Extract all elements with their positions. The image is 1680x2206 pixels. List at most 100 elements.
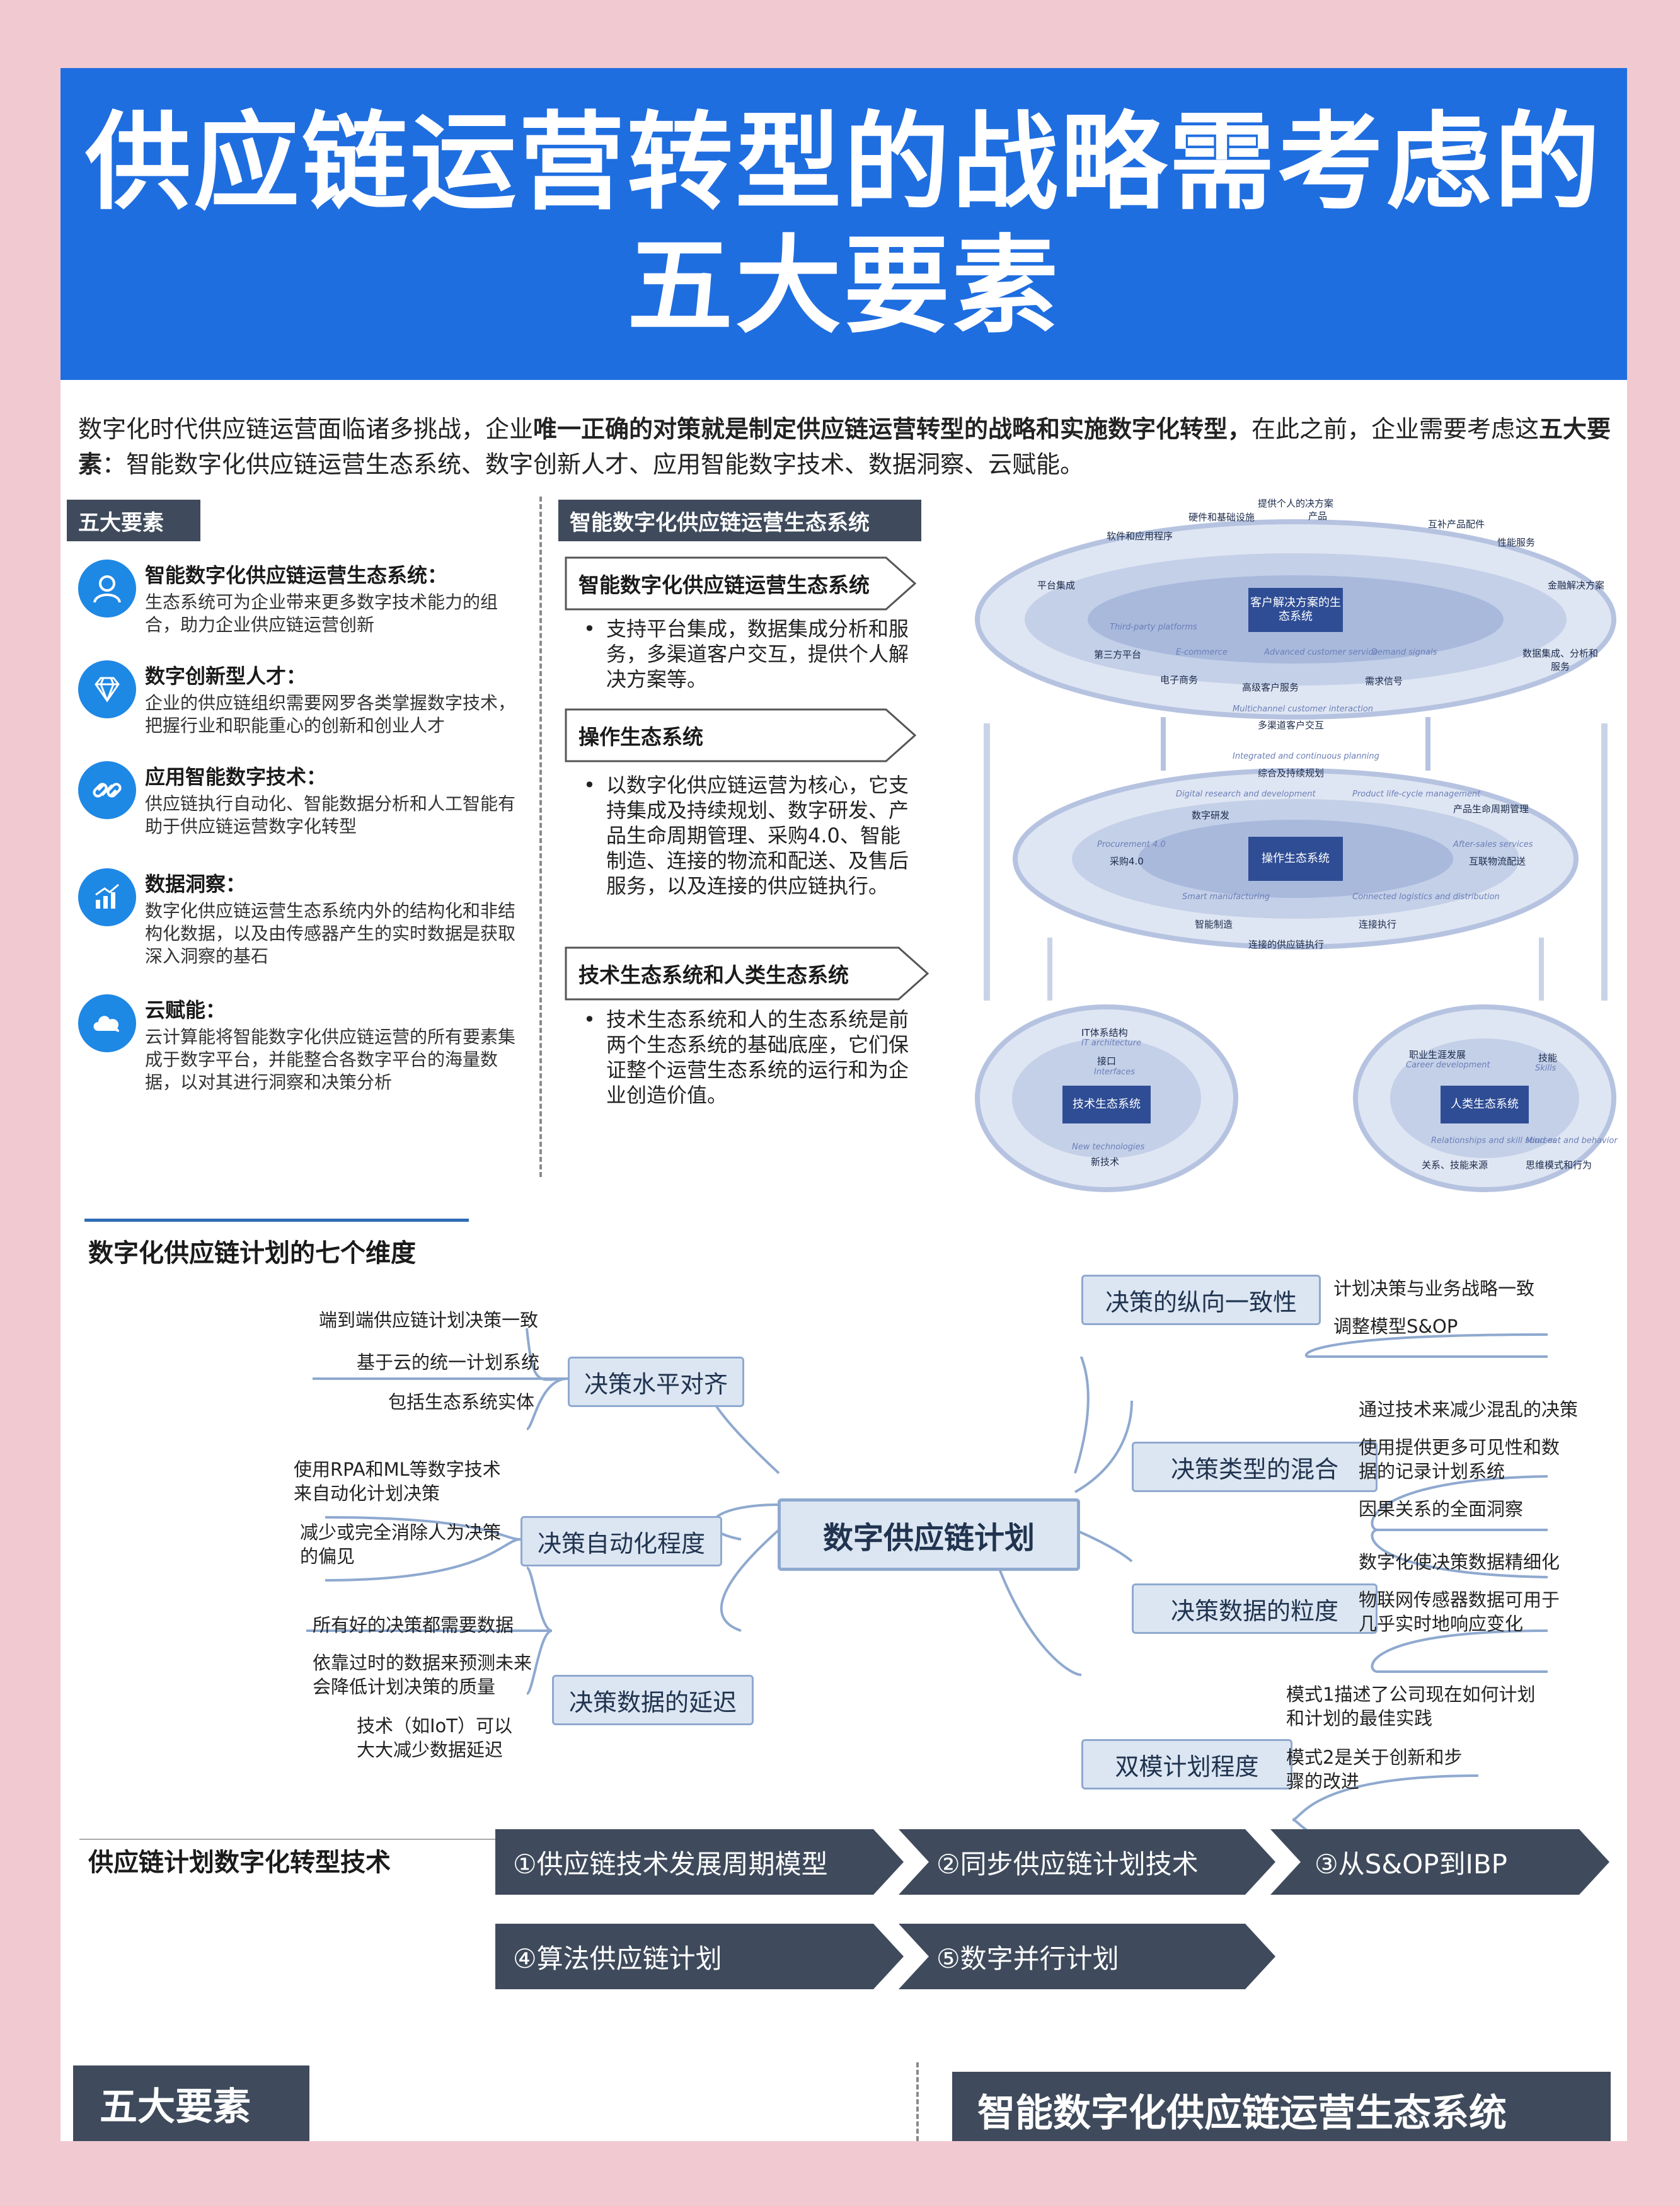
mindmap-connectors	[306, 1328, 1548, 1832]
intro-bold-2: 五大要素	[78, 415, 1611, 478]
title-line-2: 五大要素	[627, 224, 1061, 348]
diagram-label: 软件和应用程序	[1107, 531, 1173, 542]
mindmap-node-right: 决策类型的混合	[1132, 1442, 1378, 1492]
cloud-icon	[78, 994, 136, 1052]
ecosystem-diagram: 客户解决方案的生态系统 提供个人的决方案 硬件和基础设施 产品 互补产品配件 软…	[968, 497, 1623, 1209]
bottom-tag-left: 五大要素	[73, 2065, 309, 2141]
intro-text-3: ：智能数字化供应链运营生态系统、数字创新人才、应用智能数字技术、数据洞察、云赋能…	[102, 451, 1085, 478]
mindmap-node-left: 决策自动化程度	[521, 1516, 722, 1566]
diagram-label: 产品生命周期管理	[1453, 803, 1529, 815]
diagram-en-label: New technologies	[1072, 1142, 1145, 1152]
diagram-en-label: Third-party platforms	[1110, 623, 1197, 632]
diagram-en-label: Mind-set and behavior	[1526, 1136, 1618, 1146]
diagram-label: 智能制造	[1195, 919, 1233, 930]
ecosystem-tag-label: 智能数字化供应链运营生态系统	[570, 510, 870, 536]
element-cloud: 云赋能： 云计算能将智能数字化供应链运营的所有要素集成于数字平台，并能整合各数字…	[78, 994, 544, 1108]
mindmap-leaf: 物联网传感器数据可用于几乎实时地响应变化	[1359, 1589, 1560, 1634]
title-line-1: 供应链运营转型的战略需考虑的	[85, 100, 1602, 224]
ecosystem-box-2: 操作生态系统	[565, 708, 918, 762]
mindmap-node-label: 决策水平对齐	[584, 1370, 728, 1398]
diagram-label: 关系、技能来源	[1422, 1159, 1488, 1171]
diagram-label: 金融解决方案	[1548, 580, 1605, 591]
element-title: 智能数字化供应链运营生态系统：	[145, 563, 448, 587]
diagram-label: 采购4.0	[1110, 856, 1144, 867]
diagram-label: 多渠道客户交互	[1258, 720, 1325, 731]
mindmap-leaf: 包括生态系统实体	[388, 1391, 535, 1413]
mindmap-node-left: 决策数据的延迟	[552, 1675, 754, 1725]
mindmap-leaf: 使用提供更多可见性和数据的记录计划系统	[1359, 1437, 1560, 1482]
column-divider	[539, 497, 542, 1177]
title-banner: 供应链运营转型的战略需考虑的五大要素	[60, 68, 1627, 380]
diagram-label: 接口	[1097, 1055, 1117, 1067]
element-tech: 应用智能数字技术： 供应链执行自动化、智能数据分析和人工智能有助于供应链运营数字…	[78, 761, 544, 856]
ecosystem-bullet: 以数字化供应链运营为核心，它支持集成及持续规划、数字研发、产品生命周期管理、采购…	[584, 773, 911, 899]
element-desc: 企业的供应链组织需要网罗各类掌握数字技术，把握行业和职能重心的创新和创业人才	[145, 692, 516, 736]
diagram-label: 思维模式和行为	[1526, 1159, 1592, 1171]
mindmap-node-label: 决策数据的延迟	[568, 1688, 737, 1716]
bottom-tag-right: 智能数字化供应链运营生态系统	[952, 2072, 1611, 2141]
tech-chevron-label: ⑤数字并行计划	[936, 1943, 1119, 1974]
element-title: 云赋能：	[145, 998, 226, 1022]
diagram-label: 性能服务	[1497, 537, 1536, 548]
ecosystem-bullet: 技术生态系统和人的生态系统是前两个生态系统的基础底座，它们保证整个运营生态系统的…	[584, 1007, 911, 1108]
tech-chevron-3: ③从S&OP到IBP	[1270, 1829, 1611, 1895]
element-desc: 数字化供应链运营生态系统内外的结构化和非结构化数据，以及由传感器产生的实时数据是…	[145, 900, 516, 967]
mindmap-node-label: 决策类型的混合	[1170, 1455, 1338, 1483]
mindmap-node-label: 决策的纵向一致性	[1105, 1288, 1297, 1316]
diagram-en-label: Smart manufacturing	[1182, 892, 1270, 902]
diagram-en-label: Digital research and development	[1176, 790, 1316, 799]
element-desc: 供应链执行自动化、智能数据分析和人工智能有助于供应链运营数字化转型	[145, 793, 516, 837]
element-talent: 数字创新型人才： 企业的供应链组织需要网罗各类掌握数字技术，把握行业和职能重心的…	[78, 660, 544, 755]
element-title: 应用智能数字技术：	[145, 765, 327, 789]
tech-section-title: 供应链计划数字化转型技术	[88, 1848, 391, 1877]
mindmap-leaf: 通过技术来减少混乱的决策	[1359, 1399, 1579, 1420]
mindmap-leaf: 调整模型S&OP	[1333, 1316, 1458, 1337]
ecosystem-tag: 智能数字化供应链运营生态系统	[558, 500, 921, 541]
intro-bold-1: 唯一正确的对策就是制定供应链运营转型的战略和实施数字化转型，	[533, 415, 1252, 443]
ecosystem-box-title: 智能数字化供应链运营生态系统	[578, 573, 870, 597]
diagram-label: 连接的供应链执行	[1248, 939, 1325, 950]
mindmap-leaf: 模式2是关于创新和步骤的改进	[1286, 1747, 1463, 1792]
intro-text-1: 数字化时代供应链运营面临诸多挑战，企业	[78, 415, 534, 443]
diagram-customer-box: 客户解决方案的生态系统	[1248, 588, 1343, 632]
ecosystem-bullet: 支持平台集成，数据集成分析和服务，多渠道客户交互，提供个人解决方案等。	[584, 616, 911, 692]
ecosystem-box-3: 技术生态系统和人类生态系统	[565, 946, 930, 1001]
bottom-divider	[916, 2062, 919, 2141]
mindmap-node-label: 双模计划程度	[1115, 1752, 1259, 1781]
mindmap-center: 数字供应链计划	[778, 1498, 1080, 1571]
diagram-label: 连接执行	[1359, 919, 1397, 930]
diagram-en-label: After-sales services	[1453, 840, 1533, 849]
intro-paragraph: 数字化时代供应链运营面临诸多挑战，企业唯一正确的对策就是制定供应链运营转型的战略…	[78, 411, 1616, 482]
mindmap-leaf: 减少或完全消除人为决策的偏见	[300, 1522, 502, 1567]
bottom-tag-left-label: 五大要素	[100, 2084, 251, 2129]
diagram-label: 数据集成、分析和服务	[1522, 648, 1599, 672]
tech-chevron-2: ②同步供应链计划技术	[899, 1829, 1277, 1895]
tech-chevron-1: ①供应链技术发展周期模型	[495, 1829, 905, 1895]
mindmap-node-right: 双模计划程度	[1081, 1739, 1292, 1790]
diagram-label: 电子商务	[1160, 674, 1199, 686]
tech-chevron-label: ①供应链技术发展周期模型	[513, 1848, 828, 1880]
diagram-en-label: Multichannel customer interaction	[1233, 704, 1374, 714]
diagram-human-box: 人类生态系统	[1441, 1086, 1529, 1123]
user-icon	[78, 560, 136, 618]
diagram-en-label: E-commerce	[1176, 648, 1228, 657]
diagram-label: 平台集成	[1037, 580, 1076, 591]
diagram-en-label: Procurement 4.0	[1097, 840, 1166, 849]
mindmap-node-label: 决策数据的粒度	[1170, 1597, 1338, 1625]
diagram-label: 新技术	[1091, 1156, 1120, 1168]
diagram-en-label: Product life-cycle management	[1352, 790, 1481, 799]
mindmap-node-right: 决策的纵向一致性	[1081, 1275, 1321, 1325]
diagram-operations-box: 操作生态系统	[1248, 837, 1343, 881]
mindmap-leaf: 计划决策与业务战略一致	[1333, 1278, 1535, 1299]
diagram-label: 互联物流配送	[1469, 856, 1526, 867]
diagram-en-label: Interfaces	[1094, 1067, 1135, 1077]
diagram-label: 数字研发	[1192, 810, 1230, 821]
element-title: 数字创新型人才：	[145, 664, 307, 688]
tech-chevron-4: ④算法供应链计划	[495, 1924, 905, 1989]
diagram-label: 第三方平台	[1094, 649, 1142, 660]
diagram-label: 硬件和基础设施	[1188, 512, 1255, 523]
element-desc: 云计算能将智能数字化供应链运营的所有要素集成于数字平台，并能整合各数字平台的海量…	[145, 1026, 516, 1093]
poster-page: 供应链运营转型的战略需考虑的五大要素 数字化时代供应链运营面临诸多挑战，企业唯一…	[60, 68, 1627, 2141]
mindmap-leaf: 端到端供应链计划决策一致	[319, 1309, 539, 1331]
ecosystem-box-1: 智能数字化供应链运营生态系统	[565, 556, 918, 611]
